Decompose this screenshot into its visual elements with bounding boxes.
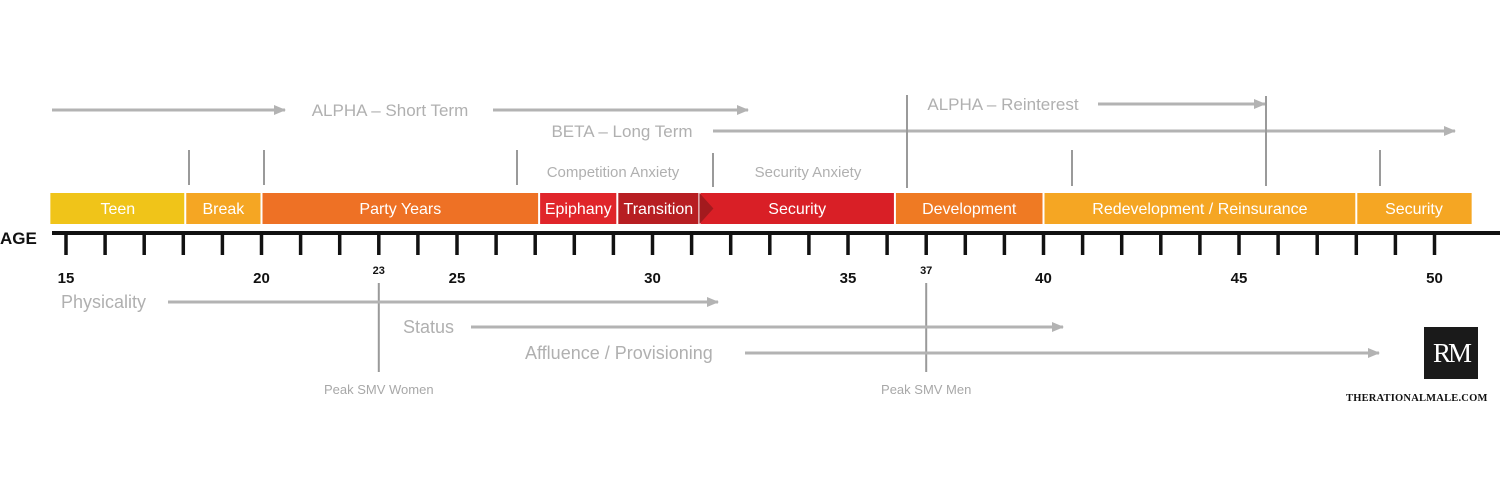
phase-segment-party-years	[261, 193, 540, 224]
phase-segment-redevelopment-reinsurance	[1043, 193, 1357, 224]
phase-segment-security	[1356, 193, 1472, 224]
rational-male-logo: RM	[1424, 327, 1478, 379]
axis-tick-label: 50	[1426, 270, 1443, 287]
status-label: Status	[403, 317, 454, 337]
phase-label-break: Break	[202, 201, 245, 218]
phase-label-epiphany: Epiphany	[545, 201, 612, 218]
phase-label-transition: Transition	[624, 201, 694, 218]
phase-segment-security	[699, 193, 895, 224]
axis-tick-label: 40	[1035, 270, 1052, 287]
phase-label-teen: Teen	[100, 201, 135, 218]
axis-tick-label: 20	[253, 270, 270, 287]
alpha-reinterest-label: ALPHA – Reinterest	[927, 95, 1078, 114]
axis-tick-label: 15	[58, 270, 75, 287]
transition-arrow-tip	[699, 193, 714, 224]
age-axis-label: AGE	[0, 229, 37, 248]
security-anxiety-label: Security Anxiety	[755, 164, 862, 181]
axis-tick-label: 25	[449, 270, 466, 287]
phase-segment-transition	[617, 193, 700, 224]
alpha-short-term-label: ALPHA – Short Term	[312, 101, 469, 120]
phase-segment-development	[894, 193, 1044, 224]
phase-label-development: Development	[922, 201, 1017, 218]
phase-label-redevelopment-reinsurance: Redevelopment / Reinsurance	[1092, 201, 1307, 218]
phase-label-security: Security	[768, 201, 826, 218]
axis-tick-label: 35	[840, 270, 857, 287]
top-arrows	[52, 99, 1456, 136]
phase-label-security: Security	[1385, 201, 1443, 218]
bottom-arrows	[168, 297, 1380, 358]
competition-anxiety-label: Competition Anxiety	[547, 164, 680, 181]
phase-segment-teen	[50, 193, 186, 224]
peak-smv-label: Peak SMV Men	[881, 382, 971, 397]
axis-tick-label: 30	[644, 270, 661, 287]
phase-segment-break	[185, 193, 262, 224]
peak-smv-label: Peak SMV Women	[324, 382, 434, 397]
phase-segment-epiphany	[539, 193, 618, 224]
axis-tick-label: 45	[1231, 270, 1248, 287]
peak-age-label: 37	[920, 265, 932, 277]
affluence-provisioning-label: Affluence / Provisioning	[525, 343, 713, 363]
beta-long-term-label: BETA – Long Term	[551, 122, 692, 141]
phase-bar: Teen Break Party Years Epiphany Transition Se…	[50, 193, 1472, 224]
physicality-label: Physicality	[61, 292, 146, 312]
phase-label-party-years: Party Years	[359, 201, 441, 218]
peak-age-label: 23	[373, 265, 385, 277]
site-name: THERATIONALMALE.COM	[1346, 393, 1488, 404]
phase-separators	[188, 95, 1381, 188]
axis-ticks: 15 20 25 30 35 40 45 50	[58, 233, 1443, 287]
